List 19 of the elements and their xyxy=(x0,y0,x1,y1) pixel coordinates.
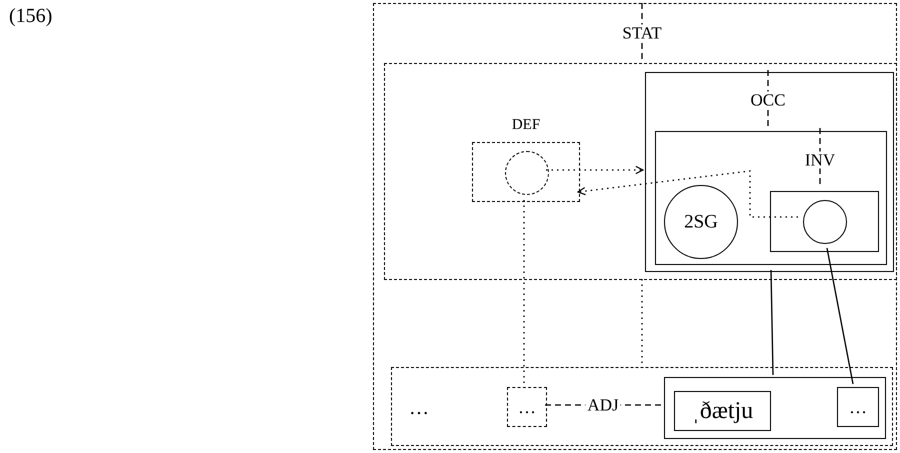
dashed-box xyxy=(507,387,547,427)
box-heading: DEF xyxy=(510,118,542,133)
arrow xyxy=(577,170,798,218)
edge-label: OCC xyxy=(748,92,788,108)
word-box xyxy=(674,391,771,431)
outer-box xyxy=(664,377,886,439)
arrow xyxy=(546,166,644,174)
box xyxy=(837,387,879,427)
circle xyxy=(803,200,847,244)
connector-line xyxy=(523,200,525,385)
connector-line xyxy=(770,270,774,376)
connector-line xyxy=(641,279,643,366)
edge-label: ADJ xyxy=(585,396,621,414)
connector-line xyxy=(826,248,854,384)
edge-label: INV xyxy=(802,152,838,168)
circle xyxy=(664,185,738,259)
dashed-circle xyxy=(505,151,549,195)
box xyxy=(770,191,879,252)
example-number: (156) xyxy=(8,6,54,26)
